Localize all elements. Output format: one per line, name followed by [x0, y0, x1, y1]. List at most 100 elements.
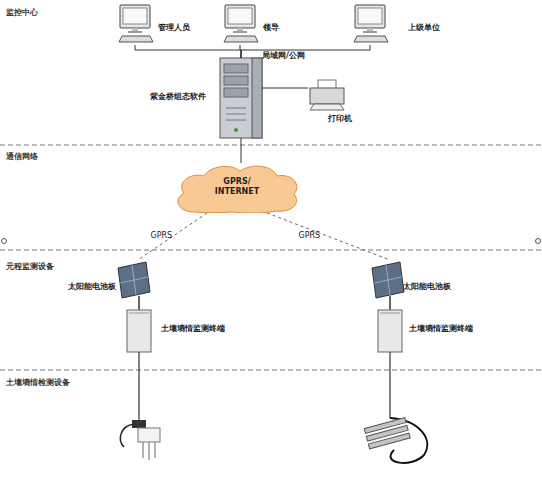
computer-icon-part [120, 5, 150, 28]
computer-node: 上级单位 [353, 5, 448, 45]
solar-panel-part [386, 265, 390, 295]
printer-icon-part [310, 88, 344, 104]
computer-icon-part [123, 8, 147, 24]
solar-panel-part [132, 265, 136, 295]
network-cloud: GPRS/ INTERNET [172, 163, 302, 213]
terminal-node: 土壤墒情监测终端 [375, 308, 485, 354]
server-icon-part [224, 88, 248, 97]
soil-sensor-part [148, 442, 150, 460]
section-title: 通信网络 [6, 152, 38, 162]
computer-icon-part [237, 28, 243, 31]
solar-panel-node: 太阳能电池板 [370, 260, 456, 302]
solar-panel-part [118, 262, 150, 298]
divider-end-mark [2, 239, 541, 244]
node-text: 打印机 [328, 114, 352, 124]
section-divider-part [0, 145, 542, 146]
section-divider [0, 145, 542, 370]
computer-icon-part [224, 36, 258, 42]
edge-label: GPRS [151, 231, 173, 241]
node-text: 紫金桥组态软件 [150, 92, 206, 102]
solar-panel-node: 太阳能电池板 [68, 260, 150, 302]
network-line [262, 88, 308, 89]
wireless-link [267, 213, 390, 260]
computer-icon-part [367, 28, 373, 31]
network-line [241, 138, 242, 163]
soil-sensor-part [132, 420, 146, 428]
network-line [135, 45, 241, 58]
node-text: 管理人员 [158, 23, 190, 33]
printer-icon [310, 80, 344, 110]
computer-icon-part [119, 36, 153, 42]
server-icon-part [226, 108, 246, 109]
server-icon-part [220, 58, 262, 138]
server-icon-part [226, 120, 246, 121]
server-icon-part [224, 76, 248, 85]
terminal-node: 土壤墒情监测终端 [125, 308, 230, 354]
soil-sensor-part [142, 442, 144, 458]
terminal-cabinet-part [129, 313, 149, 314]
server-icon-part [224, 64, 248, 73]
cloud-shape [178, 166, 297, 213]
terminal-cabinet-part [127, 310, 151, 352]
printer-node: 打印机 [308, 76, 354, 126]
soil-sensor-part [364, 418, 410, 449]
node-text: 太阳能电池板 [68, 282, 116, 292]
node-text: 上级单位 [408, 23, 440, 33]
soil-sensor [120, 420, 160, 460]
server-icon-part [252, 58, 262, 138]
node-text: 太阳能电池板 [403, 282, 451, 292]
computer-icon-part [354, 36, 388, 42]
divider-end-mark-part [2, 239, 7, 244]
computer-node: 管理人员 [118, 5, 206, 45]
section-divider-part [0, 250, 542, 251]
divider-end-mark-part [536, 239, 541, 244]
node-text: 领导 [263, 23, 279, 33]
solar-panel [118, 262, 404, 298]
wireless-link [138, 213, 207, 260]
computer-icon [354, 5, 388, 42]
network-line [241, 45, 370, 58]
server-icon-part [234, 128, 238, 132]
computer-icon-part [132, 28, 138, 31]
section-divider-part [0, 370, 542, 371]
mounting-pole-part [138, 296, 140, 310]
computer-icon-part [233, 31, 247, 33]
network-label: 局域网/公网 [262, 51, 305, 61]
node-text: GPRS/ INTERNET [212, 177, 262, 196]
terminal-cabinet-part [380, 313, 400, 314]
soil-sensor-part-part [368, 433, 410, 449]
soil-sensor [364, 418, 427, 463]
computer-icon-part [228, 8, 252, 24]
soil-sensor-part [138, 428, 160, 442]
mounting-pole [139, 296, 390, 310]
sensor-cable-part [389, 352, 390, 418]
computer-icon [119, 5, 153, 42]
computer-icon-part [355, 5, 385, 28]
server-icon-part [226, 114, 246, 115]
computer-icon-part [225, 5, 255, 28]
sensor-cable [139, 352, 390, 420]
computer-icon-part [358, 8, 382, 24]
terminal-cabinet-part [378, 310, 402, 352]
mounting-pole-part [389, 296, 391, 310]
section-title: 元程监测设备 [6, 262, 54, 272]
edge-label: GPRS [299, 231, 321, 241]
server-node: 紫金桥组态软件 [150, 58, 262, 138]
section-title: 土壤墒情检测设备 [6, 378, 70, 388]
computer-node: 领导 [223, 5, 285, 45]
sensor-cable-part [138, 352, 139, 420]
solar-panel-part [372, 262, 404, 298]
server-icon [220, 58, 262, 138]
computer-icon-part [363, 31, 377, 33]
section-title: 监控中心 [6, 8, 38, 18]
terminal-cabinet [127, 310, 402, 352]
node-text: 土壤墒情监测终端 [409, 324, 473, 334]
soil-sensor-part [154, 442, 156, 458]
computer-icon-part [128, 31, 142, 33]
node-text: 土壤墒情监测终端 [161, 324, 225, 334]
